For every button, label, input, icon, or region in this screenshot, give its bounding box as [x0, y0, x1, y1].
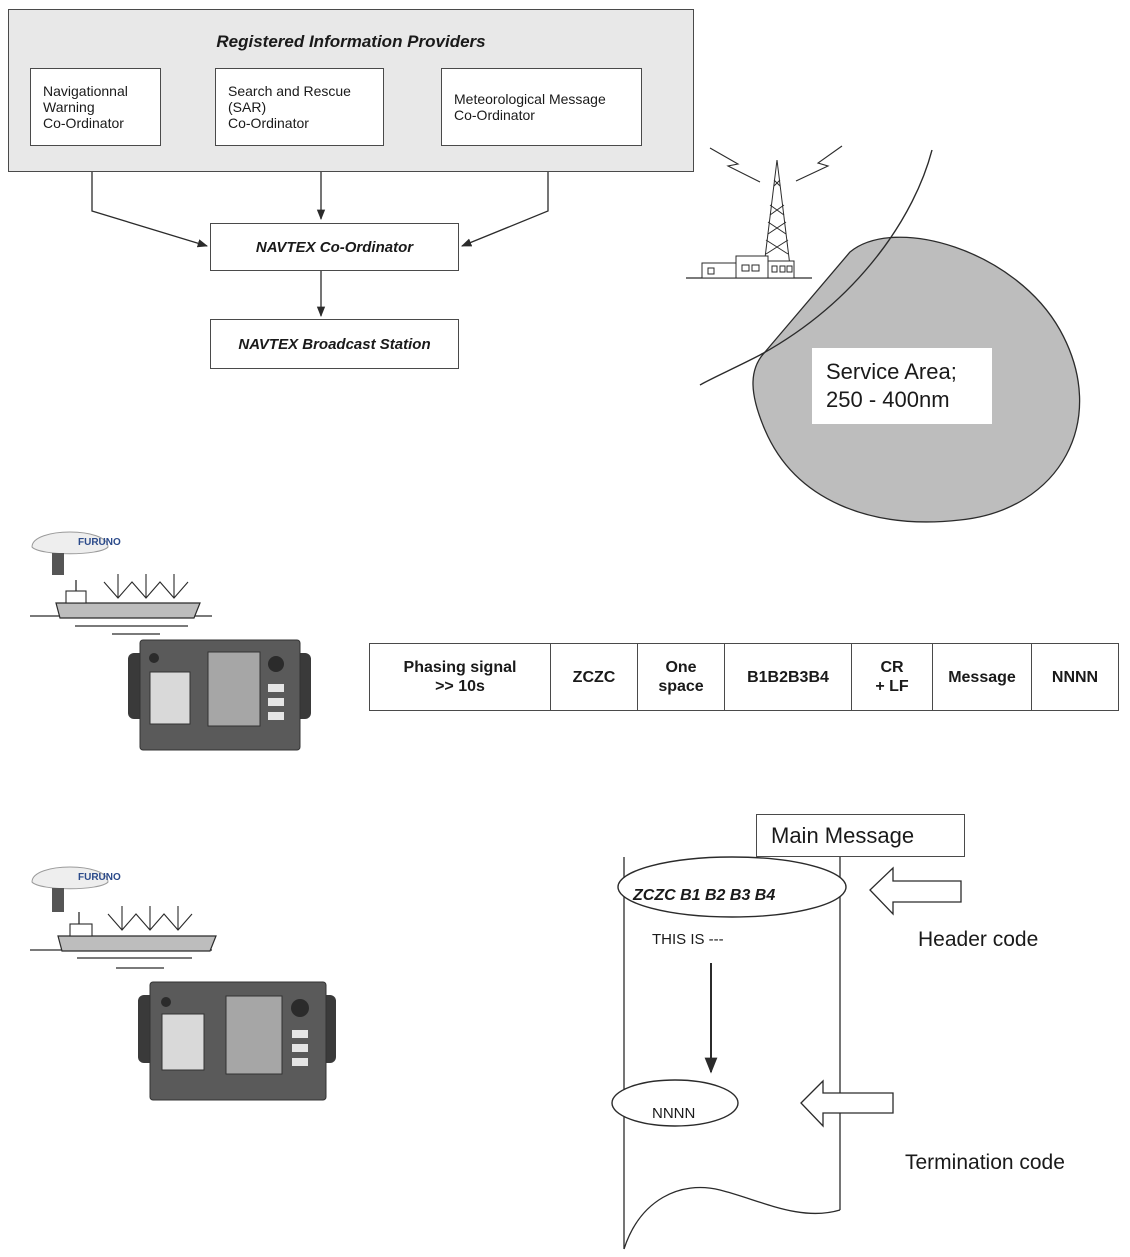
incoming-signal-arrows-bottom	[107, 906, 193, 931]
service-area-illustration	[686, 145, 1081, 523]
providers-title: Registered Information Providers	[216, 32, 486, 51]
transmitter-mast-icon	[763, 159, 791, 267]
incoming-signal-arrows-top	[103, 574, 189, 599]
navtex-coordinator-label: NAVTEX Co-Ordinator	[255, 238, 414, 256]
navtex-coordinator-box: NAVTEX Co-Ordinator	[210, 223, 459, 271]
station-building-icon	[701, 255, 795, 279]
message-format-table: Phasing signal >> 10s ZCZC One space B1B…	[369, 643, 1119, 711]
ship-illustration-top: FURUNO	[30, 531, 212, 635]
paper-curl	[623, 1186, 841, 1250]
header-code-callout: Header code	[918, 928, 1039, 951]
header-code-ellipse	[617, 856, 847, 918]
header-code-pointer-icon	[869, 866, 962, 916]
provider-nav-warning: Navigationnal Warning Co-Ordinator	[30, 68, 161, 146]
broadcast-station-label: NAVTEX Broadcast Station	[238, 335, 431, 353]
cell-nnnn: NNNN	[1031, 643, 1119, 711]
provider-nav-warning-label: Navigationnal Warning Co-Ordinator	[43, 83, 128, 131]
ship-illustration-bottom: FURUNO	[30, 866, 217, 969]
message-format-row: Phasing signal >> 10s ZCZC One space B1B…	[369, 643, 1119, 711]
termination-code-ellipse	[611, 1079, 739, 1127]
termination-code-callout: Termination code	[905, 1151, 1065, 1174]
ship-hull-bottom	[57, 935, 217, 952]
broadcast-station-box: NAVTEX Broadcast Station	[210, 319, 459, 369]
cell-phasing-signal: Phasing signal >> 10s	[369, 643, 551, 711]
flow-arrows	[91, 172, 549, 318]
printout-header-line: ZCZC B1 B2 B3 B4	[633, 887, 776, 904]
antenna-dome-icon-bottom: FURUNO	[31, 866, 121, 912]
cell-zczc: ZCZC	[550, 643, 638, 711]
service-area-line1: Service Area;	[826, 359, 957, 384]
radio-wave-icon	[709, 145, 843, 183]
navtex-receiver-top	[128, 639, 311, 751]
printout-body-line: THIS IS ---	[652, 931, 724, 948]
antenna-dome-icon-top: FURUNO	[31, 531, 121, 575]
arrow-meteo-to-coordinator	[461, 172, 549, 247]
provider-sar-label: Search and Rescue (SAR) Co-Ordinator	[228, 83, 351, 131]
antenna-brand-top: FURUNO	[78, 537, 121, 548]
ship-cabin-top	[65, 590, 87, 604]
provider-meteo: Meteorological Message Co-Ordinator	[441, 68, 642, 146]
termination-code-pointer-icon	[800, 1079, 894, 1128]
printout-end-line: NNNN	[652, 1105, 696, 1122]
provider-meteo-label: Meteorological Message Co-Ordinator	[454, 91, 606, 123]
provider-sar: Search and Rescue (SAR) Co-Ordinator	[215, 68, 384, 146]
antenna-brand-bottom: FURUNO	[78, 872, 121, 883]
printout-paper	[623, 857, 841, 1250]
service-area-label: Service Area; 250 - 400nm	[812, 348, 992, 424]
arrow-nav-to-coordinator	[91, 172, 208, 248]
cell-cr-lf: CR + LF	[851, 643, 933, 711]
ship-cabin-bottom	[69, 923, 93, 937]
service-area-line2: 250 - 400nm	[826, 387, 950, 412]
cell-message: Message	[932, 643, 1032, 711]
cell-b1b2b3b4: B1B2B3B4	[724, 643, 852, 711]
ship-hull-top	[55, 602, 201, 619]
main-message-callout: Main Message	[756, 814, 965, 857]
cell-one-space: One space	[637, 643, 725, 711]
navtex-receiver-bottom	[138, 981, 336, 1101]
coastline	[699, 149, 933, 386]
